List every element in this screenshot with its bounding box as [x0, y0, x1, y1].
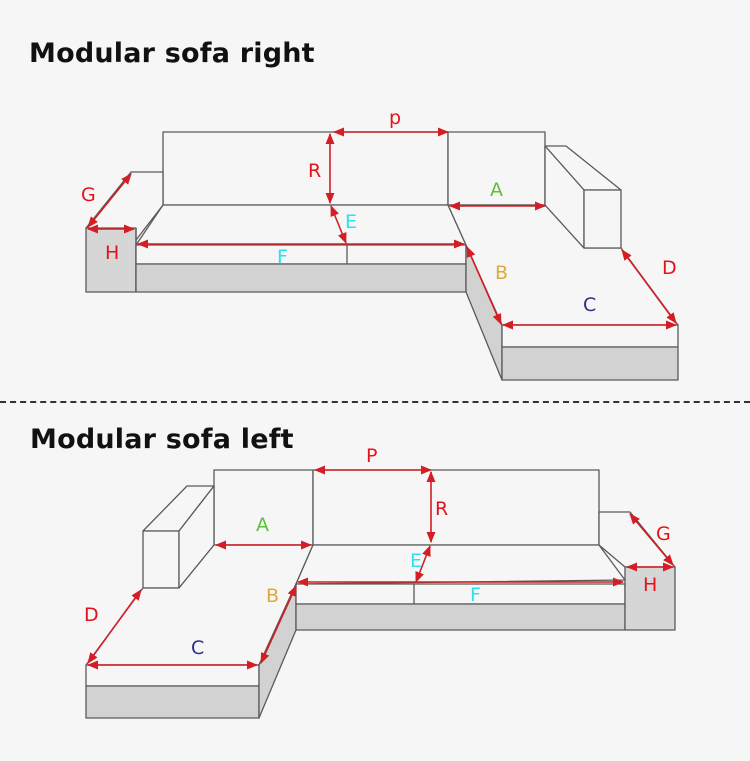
- chaise-front: [85, 685, 260, 719]
- left-arm-front: [142, 530, 180, 589]
- dashed-divider: [0, 401, 750, 403]
- label-f: F: [277, 246, 288, 268]
- seat-band: [295, 583, 626, 605]
- arrow-e: [330, 204, 347, 245]
- title-modular-sofa-right: Modular sofa right: [29, 38, 315, 69]
- label-a: A: [256, 514, 269, 536]
- sofa-right-labels: p R E F A G H B C D: [81, 107, 677, 316]
- label-r: R: [435, 498, 448, 520]
- arrow-d: [621, 249, 677, 324]
- label-d: D: [662, 257, 677, 279]
- label-b: B: [495, 262, 508, 284]
- chaise-band: [501, 324, 679, 348]
- label-e: E: [410, 550, 422, 572]
- label-b: B: [266, 585, 279, 607]
- label-g: G: [81, 184, 96, 206]
- sofa-right-arrows: [86, 127, 678, 330]
- seat-top: [295, 544, 626, 585]
- label-c: C: [583, 294, 596, 316]
- sofa-left-diagram: [85, 469, 676, 719]
- label-h: H: [643, 574, 657, 596]
- arrow-g: [629, 513, 674, 566]
- label-p: p: [389, 107, 401, 129]
- arrow-b: [260, 584, 297, 665]
- sofa-right-diagram: [85, 131, 679, 381]
- sofa-left-labels: P R E F A G H B C D: [84, 445, 671, 659]
- label-h: H: [105, 242, 119, 264]
- arrow-b: [466, 245, 502, 326]
- label-d: D: [84, 604, 99, 626]
- right-arm-front: [583, 189, 622, 249]
- arrow-d: [87, 589, 142, 664]
- seat-front: [295, 603, 626, 631]
- seat-top: [135, 204, 467, 246]
- title-modular-sofa-left: Modular sofa left: [30, 424, 294, 455]
- arrow-g: [87, 173, 132, 228]
- sofa-left-arrows: [86, 465, 675, 670]
- label-a: A: [490, 179, 503, 201]
- chaise-front: [501, 346, 679, 381]
- arrow-e: [415, 544, 431, 584]
- label-g: G: [656, 523, 671, 545]
- label-f: F: [470, 584, 481, 606]
- chaise-band: [85, 664, 260, 687]
- label-p: P: [366, 445, 377, 467]
- label-r: R: [308, 160, 321, 182]
- back-cushion-right: [312, 469, 600, 546]
- label-e: E: [345, 211, 357, 233]
- seat-band: [135, 244, 467, 265]
- back-cushion-left: [162, 131, 449, 206]
- seat-front: [135, 263, 467, 293]
- label-c: C: [191, 637, 204, 659]
